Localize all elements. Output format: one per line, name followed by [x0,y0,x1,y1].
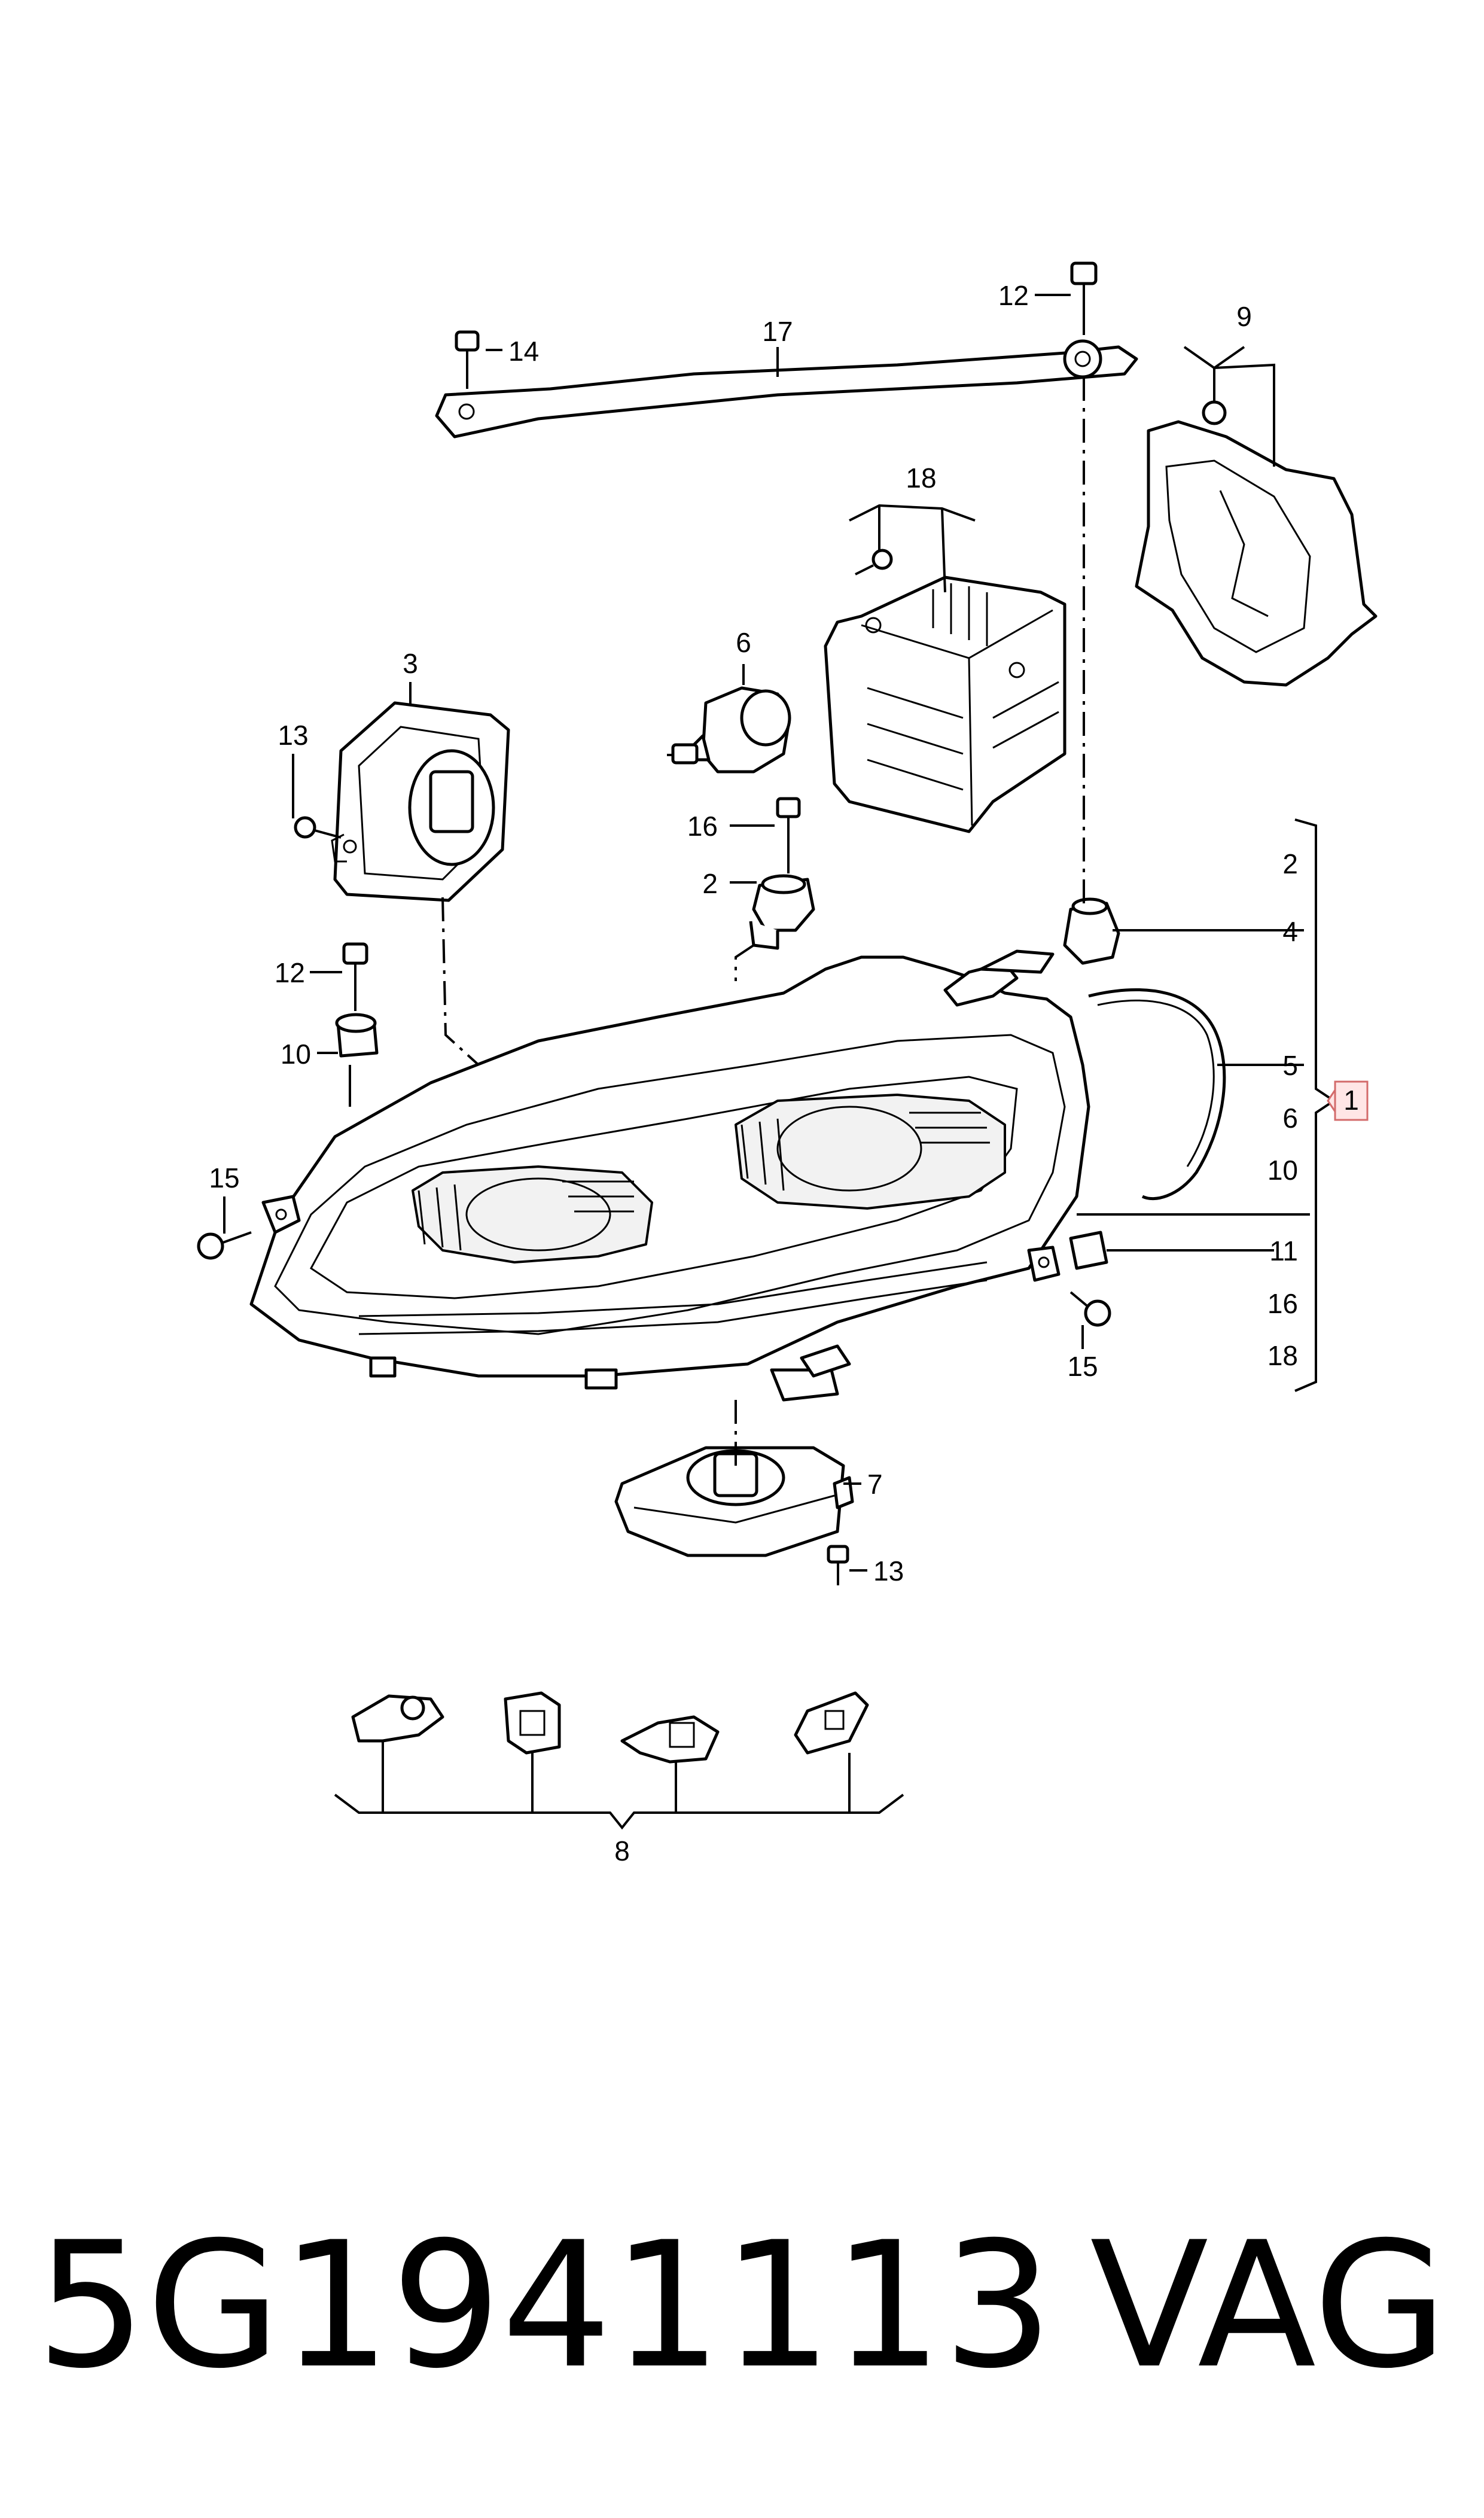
right-bracket [1294,818,1336,1392]
bracket-item-10: 10 [1267,1155,1298,1186]
callout-18-top: 18 [906,462,936,494]
callout-16: 16 [687,811,718,842]
callout-17: 17 [762,316,793,347]
bracket-item-4: 4 [1282,916,1298,947]
main-part-badge: 1 [1327,1080,1369,1121]
footer: 5G1941113 VAG [36,2208,1448,2405]
callout-12-top: 12 [998,280,1029,311]
callout-9: 9 [1236,301,1252,332]
callout-8: 8 [614,1835,630,1867]
repair-bracket-1 [351,1694,444,1743]
callout-14: 14 [508,336,539,367]
grommet-10 [335,1013,379,1058]
callout-2-left: 2 [702,868,718,899]
callout-13-left: 13 [278,720,308,751]
callout-10: 10 [281,1039,311,1070]
callout-labels: 17 12 14 9 18 6 3 13 16 2 12 10 15 15 7 … [209,280,1251,1867]
control-unit-left [331,701,510,902]
clip-11 [1069,1231,1108,1270]
repair-bracket-2 [504,1691,561,1755]
bolt-16 [776,797,801,873]
bolt-12-left [342,942,368,1011]
bracket-item-18: 18 [1267,1340,1298,1371]
bulb-actuator [667,686,791,774]
callout-15-left: 15 [209,1162,239,1193]
bolt-12-top [1070,261,1098,335]
bracket-item-5: 5 [1282,1050,1298,1081]
callout-3: 3 [403,648,418,679]
bracket-item-6: 6 [1282,1103,1298,1134]
headlight-assembly [249,949,1090,1402]
assembly-lines [441,377,1085,1466]
ballast-unit [614,1446,854,1557]
callout-7: 7 [867,1469,883,1500]
callout-12-left: 12 [275,957,305,988]
callout-15-right: 15 [1067,1351,1098,1382]
part-number: 5G1941113 [36,2205,1053,2407]
leader-lines [223,294,1310,1830]
seal-strip-5 [1088,988,1226,1201]
housing-cover [1135,383,1378,687]
brand-label: VAG [1090,2205,1448,2407]
bracket-item-2: 2 [1282,848,1298,879]
bracket-item-11: 11 [1269,1235,1298,1266]
clip-4 [1063,897,1120,965]
mounting-bracket-strip [435,339,1138,439]
bracket-item-16: 16 [1267,1288,1298,1319]
repair-bracket-3 [620,1715,720,1764]
bolt-15-left [197,1231,252,1260]
bolt-13-bottom [827,1545,849,1585]
repair-bracket-4 [794,1691,869,1755]
callout-6: 6 [736,627,751,658]
socket-2 [749,874,815,950]
callout-13-bottom: 13 [873,1555,904,1587]
led-module [824,549,1066,833]
main-part-badge-label: 1 [1343,1085,1359,1116]
bolt-15-right [1069,1291,1111,1327]
bolt-14 [455,330,480,389]
bracket-list: 2 4 5 6 10 11 16 18 [1267,848,1298,1371]
bolt-13-left [294,816,342,839]
